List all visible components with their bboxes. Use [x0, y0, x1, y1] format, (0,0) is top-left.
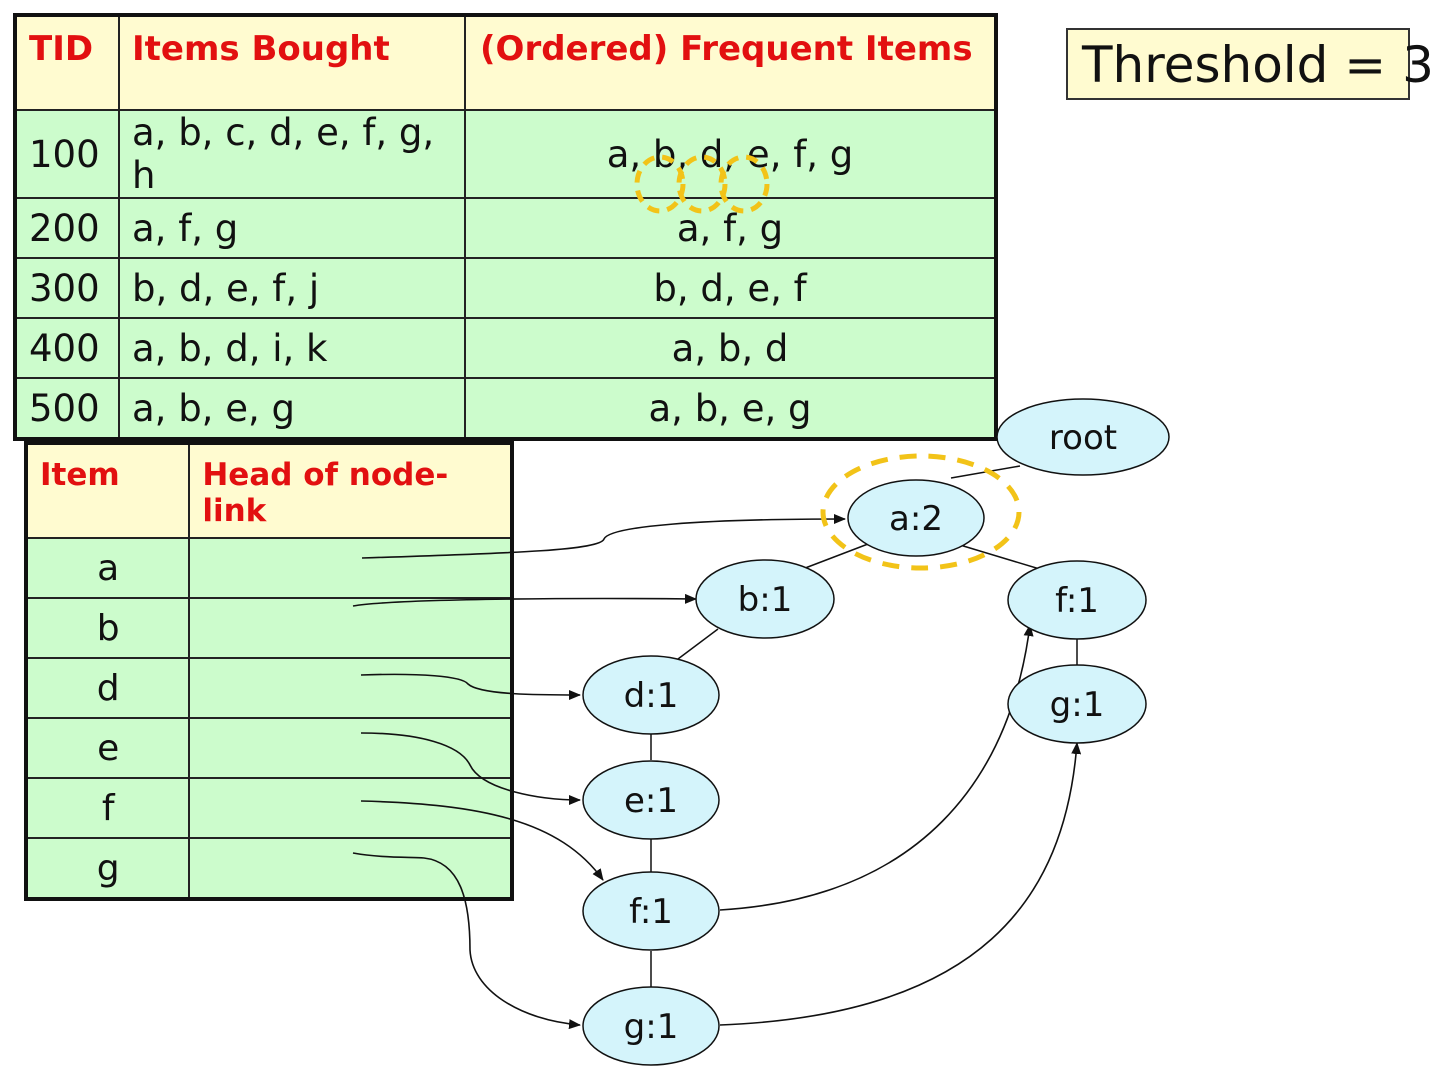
tid-header: TID [14, 14, 120, 111]
tid-cell: 500 [14, 377, 120, 440]
item-cell: a [24, 537, 191, 599]
tree-node-g2 [1007, 664, 1147, 744]
tree-edge [673, 628, 719, 663]
frequent-items-cell: a, f, g [464, 197, 997, 259]
highlight-circle-item-a [634, 154, 686, 214]
table-row: d [24, 657, 513, 719]
table-row: e [24, 717, 513, 779]
items-bought-cell: b, d, e, f, j [118, 257, 466, 319]
node-link-header: Head of node-link [188, 442, 513, 539]
node-link-cell [188, 657, 513, 719]
table-row: g [24, 837, 513, 900]
node-link-cell [188, 717, 513, 779]
transaction-table: TID Items Bought (Ordered) Frequent Item… [13, 13, 998, 441]
items-bought-header: Items Bought [118, 14, 466, 111]
items-bought-cell: a, b, c, d, e, f, g, h [118, 109, 466, 199]
tree-node-root [996, 398, 1170, 476]
items-bought-cell: a, b, e, g [118, 377, 466, 440]
node-link-cell [188, 777, 513, 839]
tid-cell: 300 [14, 257, 120, 319]
tree-node-e [582, 760, 720, 840]
item-cell: b [24, 597, 191, 659]
table-row: 300 b, d, e, f, j b, d, e, f [14, 257, 997, 319]
item-cell: g [24, 837, 191, 900]
tree-node-label: a:2 [889, 499, 943, 539]
node-link-cell [188, 837, 513, 900]
frequent-items-cell: a, b, d, e, f, g [464, 109, 997, 199]
node-link-arrow-f-chain [719, 624, 1034, 911]
node-link-cell [188, 537, 513, 599]
table-row: 200 a, f, g a, f, g [14, 197, 997, 259]
tree-node-d [582, 655, 720, 735]
table-row: f [24, 777, 513, 839]
header-table: Item Head of node-link a b d e f g [24, 441, 514, 901]
table-row: 400 a, b, d, i, k a, b, d [14, 317, 997, 379]
tree-node-label: d:1 [624, 676, 679, 716]
frequent-items-cell: a, b, e, g [464, 377, 997, 440]
tree-node-label: f:1 [1055, 581, 1099, 621]
node-link-arrow-f [360, 800, 604, 881]
tree-node-label: b:1 [738, 580, 793, 620]
highlight-circle-a2-node [820, 453, 1022, 571]
tid-cell: 200 [14, 197, 120, 259]
frequent-items-cell: b, d, e, f [464, 257, 997, 319]
tree-edge [959, 544, 1044, 571]
tree-node-g1 [582, 986, 720, 1066]
tree-node-f1 [582, 871, 720, 951]
tree-node-label: root [1049, 418, 1117, 458]
highlight-circle-item-g [718, 154, 770, 214]
tree-node-f2 [1007, 560, 1147, 640]
node-link-arrow-e [360, 732, 581, 805]
item-cell: e [24, 717, 191, 779]
threshold-label: Threshold = 3 [1066, 28, 1434, 100]
frequent-items-header: (Ordered) Frequent Items [464, 14, 997, 111]
table-row: b [24, 597, 513, 659]
header-table-header: Item Head of node-link [24, 442, 513, 539]
tree-node-label: e:1 [624, 781, 678, 821]
tree-node-label: g:1 [1050, 685, 1105, 725]
node-link-arrow-d [360, 673, 581, 700]
tree-node-label: f:1 [629, 892, 673, 932]
tree-node-label: g:1 [624, 1007, 679, 1047]
tree-edge [799, 543, 869, 571]
table-row: 100 a, b, c, d, e, f, g, h a, b, d, e, f… [14, 109, 997, 199]
frequent-items-cell: a, b, d [464, 317, 997, 379]
table-row: a [24, 537, 513, 599]
item-cell: d [24, 657, 191, 719]
tree-node-a [847, 479, 985, 557]
table-row: 500 a, b, e, g a, b, e, g [14, 377, 997, 440]
node-link-arrow-g [352, 852, 581, 1030]
tree-node-b [695, 559, 835, 639]
items-bought-cell: a, b, d, i, k [118, 317, 466, 379]
highlight-circle-item-f [676, 154, 728, 214]
node-link-arrow-b [352, 593, 697, 607]
node-link-cell [188, 597, 513, 659]
items-bought-cell: a, f, g [118, 197, 466, 259]
transaction-table-header: TID Items Bought (Ordered) Frequent Item… [14, 14, 997, 111]
item-cell: f [24, 777, 191, 839]
node-link-arrow-g-chain [719, 742, 1082, 1026]
item-header: Item [24, 442, 191, 539]
tid-cell: 100 [14, 109, 120, 199]
node-link-arrow-a [361, 514, 846, 559]
tid-cell: 400 [14, 317, 120, 379]
